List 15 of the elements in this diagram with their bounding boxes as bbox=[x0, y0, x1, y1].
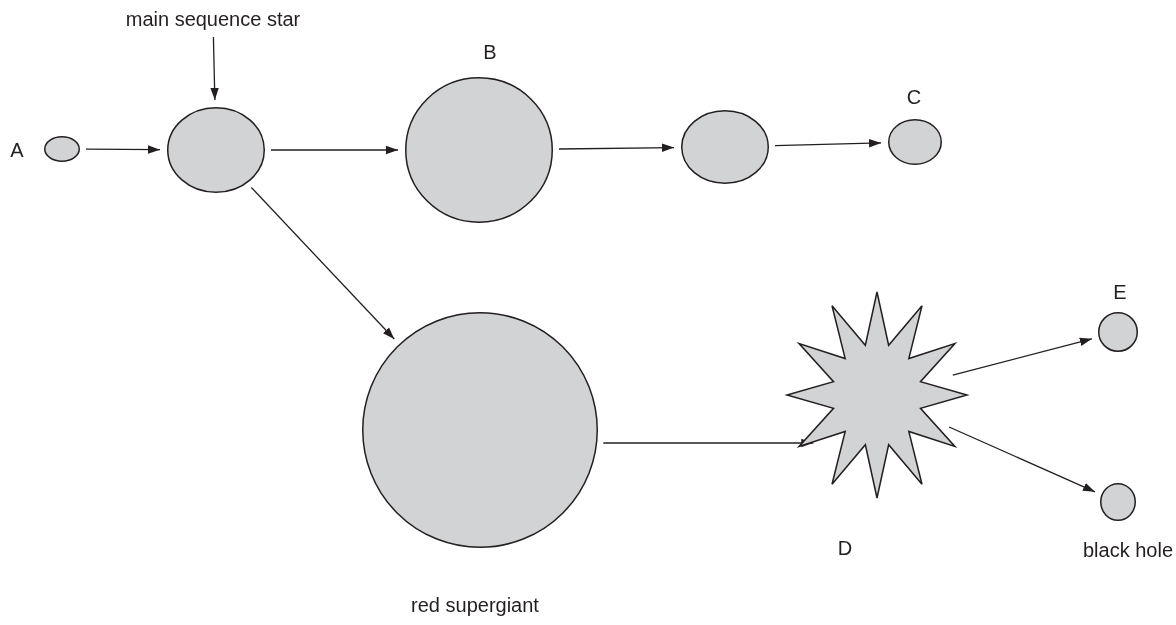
arrow bbox=[210, 36, 219, 101]
stage-label: red supergiant bbox=[411, 595, 539, 615]
stage-label: D bbox=[837, 538, 853, 558]
arrow bbox=[250, 186, 395, 340]
stage-label: B bbox=[483, 42, 497, 62]
stage-label: C bbox=[906, 87, 922, 107]
text-label: main sequence star bbox=[118, 7, 308, 31]
arrow bbox=[85, 145, 161, 154]
stage-label: A bbox=[10, 140, 24, 160]
arrow bbox=[774, 139, 882, 148]
stage-label: E bbox=[1113, 282, 1127, 302]
arrow bbox=[948, 426, 1096, 493]
stage-label: black hole bbox=[1082, 540, 1174, 560]
arrow bbox=[558, 143, 675, 152]
arrow bbox=[270, 145, 399, 155]
